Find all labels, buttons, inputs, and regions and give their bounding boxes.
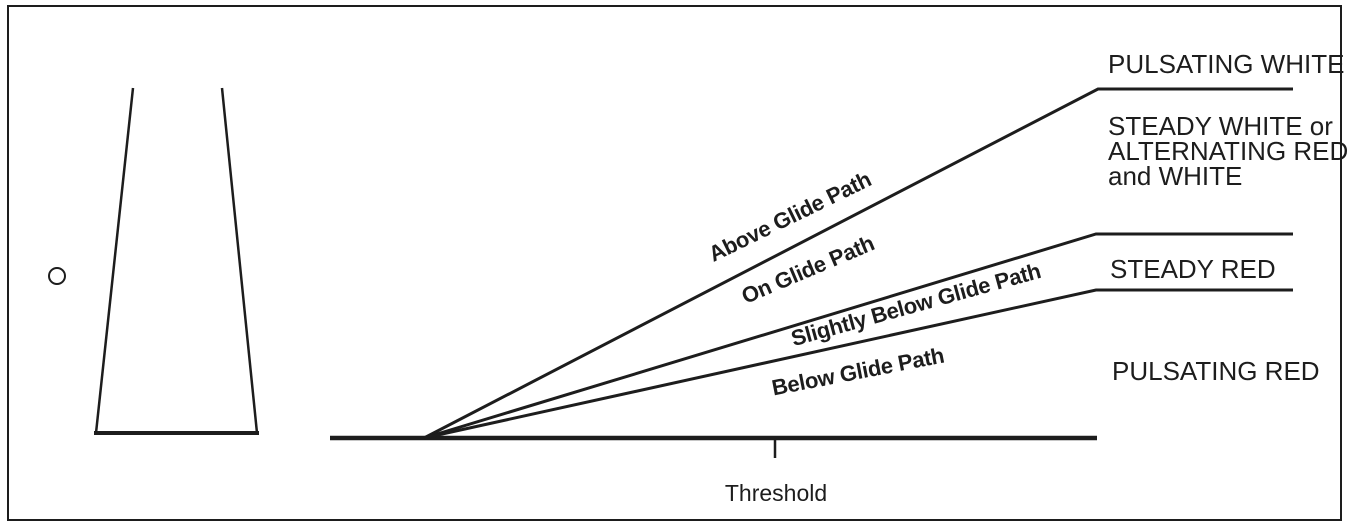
indication-label-steady-red: STEADY RED: [1110, 254, 1276, 284]
light-unit-circle: [48, 267, 66, 285]
indication-label-pulsating-red: PULSATING RED: [1112, 356, 1320, 386]
diagram-border: [7, 5, 1342, 521]
runway-right-edge: [220, 87, 259, 434]
threshold-caption: Threshold: [724, 480, 828, 506]
runway-symbol: [94, 87, 259, 435]
glide-path-boundary-upper: [423, 87, 1293, 440]
glide-path-boundary-middle: [423, 232, 1293, 440]
indication-label-steady-white-or-alternating: STEADY WHITE or ALTERNATING RED and WHIT…: [1108, 111, 1349, 191]
glide-path-boundary-lower: [423, 288, 1293, 440]
runway-left-edge: [94, 87, 135, 434]
indication-label-pulsating-white: PULSATING WHITE: [1108, 49, 1345, 79]
